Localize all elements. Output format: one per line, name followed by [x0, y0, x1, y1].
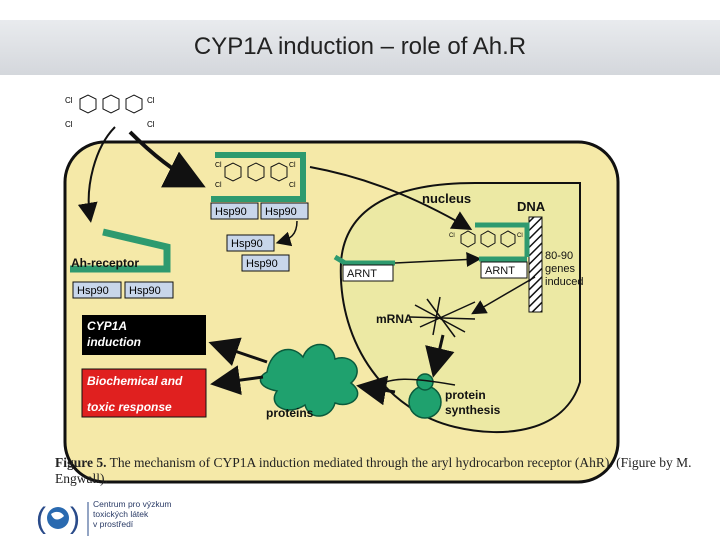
svg-text:Cl: Cl [147, 96, 155, 105]
svg-text:Hsp90: Hsp90 [215, 206, 247, 218]
svg-text:Hsp90: Hsp90 [231, 238, 263, 250]
entry-arrow-2 [77, 126, 116, 223]
title-band [0, 20, 720, 75]
nucleus-label: nucleus [422, 191, 471, 206]
transcription-arrow [471, 276, 536, 315]
genes-induced-3: induced [545, 276, 584, 288]
svg-text:ARNT: ARNT [485, 265, 515, 277]
genes-induced-2: genes [545, 263, 575, 275]
translation-arrow [425, 334, 455, 378]
protein-blob [259, 343, 359, 417]
figure-caption: Figure 5. The mechanism of CYP1A inducti… [55, 455, 705, 487]
dna-label: DNA [517, 199, 546, 214]
svg-text:Cl: Cl [289, 182, 296, 189]
svg-text:Cl: Cl [449, 233, 455, 239]
hsp90-released-2 [241, 254, 290, 272]
toxic-response-box [81, 368, 207, 418]
protein-folding-arrow [356, 375, 396, 406]
to-cyp1a-arrow [208, 337, 268, 366]
svg-text:Cl: Cl [215, 162, 222, 169]
translocation-arrow [309, 166, 473, 230]
mechanism-diagram: nucleus DNA 80-90 genes induced Cl Cl Cl… [63, 94, 620, 484]
svg-text:): ) [70, 502, 80, 535]
svg-text:CYP1A: CYP1A [87, 319, 127, 333]
arnt-arrow [394, 252, 482, 268]
svg-text:induction: induction [87, 335, 141, 349]
svg-text:Cl: Cl [65, 96, 73, 105]
svg-text:(: ( [36, 502, 46, 535]
ahr-dioxin-complex: Cl Cl Cl Cl Hsp90 Hsp90 [210, 152, 309, 220]
to-response-arrow [210, 365, 264, 396]
svg-text:Cl: Cl [147, 120, 155, 129]
ahr-arnt-complex: Cl Cl ARNT [449, 222, 530, 279]
entry-arrow [128, 130, 206, 188]
svg-text:Hsp90: Hsp90 [265, 206, 297, 218]
hsp90-released-1 [226, 234, 275, 252]
svg-text:Ah-receptor: Ah-receptor [71, 256, 139, 270]
svg-text:toxic response: toxic response [87, 400, 172, 414]
hsp-release-arrow [275, 220, 298, 247]
figure-panel: nucleus DNA 80-90 genes induced Cl Cl Cl… [35, 87, 708, 502]
svg-text:Hsp90: Hsp90 [246, 258, 278, 270]
genes-induced-1: 80-90 [545, 250, 573, 262]
proteins-label: proteins [266, 406, 314, 420]
protein-synthesis-1: protein [445, 388, 486, 402]
caption-figure-label: Figure 5. [55, 455, 107, 470]
protein-synthesis-2: synthesis [445, 403, 501, 417]
dna-strand [528, 216, 543, 313]
ah-receptor: Ah-receptor Hsp90 Hsp90 [70, 228, 174, 299]
dioxin-molecule-outside: Cl Cl Cl Cl [65, 94, 155, 129]
arnt-free: ARNT [333, 254, 395, 282]
mrna-strands [409, 296, 476, 338]
svg-text:Cl: Cl [65, 120, 73, 129]
cyp1a-induction-box [82, 315, 206, 355]
nucleus-region [339, 182, 581, 433]
caption-text: The mechanism of CYP1A induction mediate… [55, 455, 692, 486]
recetox-logo: ( ) [36, 502, 89, 536]
svg-text:Hsp90: Hsp90 [129, 285, 161, 297]
svg-text:Cl: Cl [289, 162, 296, 169]
svg-text:Cl: Cl [517, 233, 523, 239]
svg-text:Hsp90: Hsp90 [77, 285, 109, 297]
ribosome-large [408, 385, 442, 419]
svg-text:Cl: Cl [215, 182, 222, 189]
svg-text:Biochemical and: Biochemical and [87, 374, 183, 388]
svg-text:ARNT: ARNT [347, 268, 377, 280]
logo-text: Centrum pro výzkum toxických látek v pro… [93, 499, 172, 529]
ribosome-small [416, 373, 434, 391]
mrna-label: mRNA [376, 312, 413, 326]
slide-title: CYP1A induction – role of Ah.R [193, 33, 527, 60]
